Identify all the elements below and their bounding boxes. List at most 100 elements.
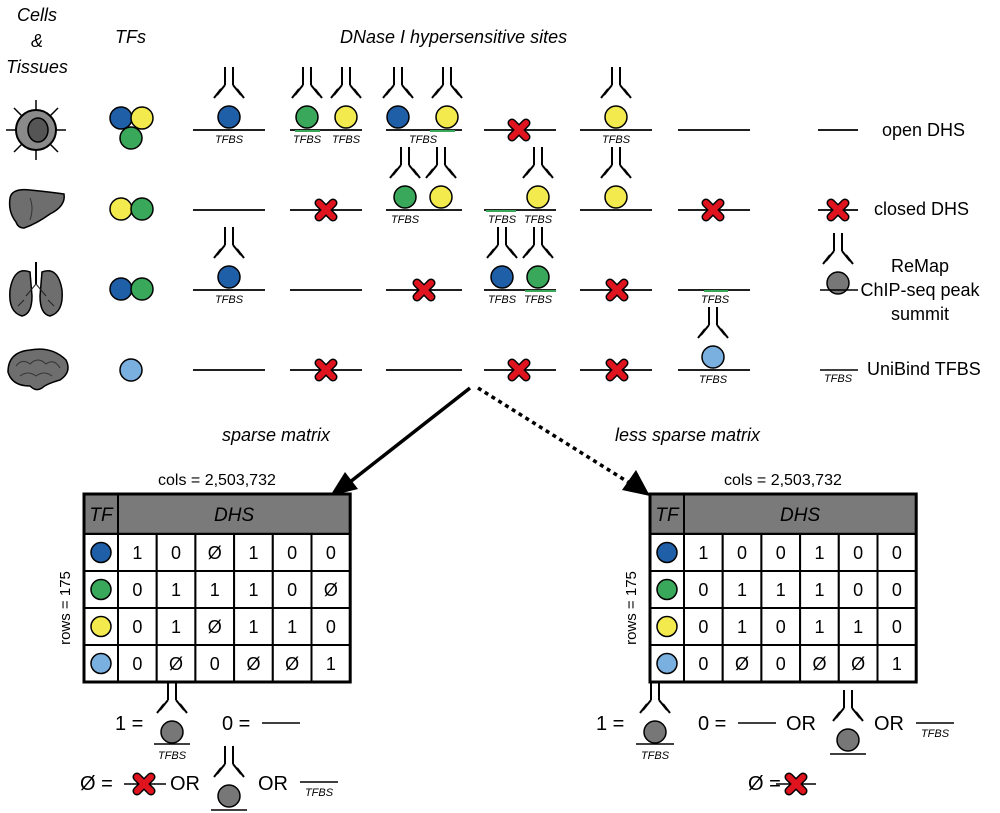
matrix-cell — [760, 644, 802, 683]
tfbs-label: TFBS — [158, 750, 187, 762]
key-zero-label: 0 = — [698, 713, 726, 735]
matrix-cell-value: 1 — [132, 543, 142, 563]
tfbs-label: TFBS — [215, 134, 244, 146]
tfbs-label: TFBS — [921, 728, 950, 740]
sparse-key: 1 = TFBS 0 = Ø = OR OR TFBS — [80, 681, 338, 811]
matrix-cell — [837, 607, 879, 646]
matrix-cell — [799, 570, 840, 609]
matrix-cell-value: 0 — [776, 543, 786, 563]
matrix-cell-value: 1 — [171, 580, 181, 600]
matrix-cell-value: 1 — [814, 580, 824, 600]
key-null-label: Ø = — [80, 773, 113, 795]
matrix-cell-value: 1 — [737, 617, 747, 637]
tfbs-label: TFBS — [305, 787, 334, 799]
header-line: Cells — [16, 5, 57, 25]
matrix-rows-label: rows = 175 — [57, 571, 74, 645]
matrix-cell — [721, 607, 763, 646]
matrix-header-dhs: DHS — [214, 505, 254, 526]
cells-tissues-header: Cells & Tissues — [0, 2, 74, 80]
matrix-header-tf: TF — [655, 505, 680, 526]
key-zero-label: 0 = — [222, 713, 250, 735]
dhs-grid — [193, 129, 858, 371]
legend-closed-label: closed DHS — [874, 199, 970, 219]
dhs-header: DNase I hypersensitive sites — [340, 27, 568, 47]
closed-dhs-marks — [319, 123, 845, 377]
matrix-cell — [271, 607, 313, 646]
matrix-cell-value: 1 — [698, 543, 708, 563]
matrix-cell-value: 1 — [892, 654, 902, 674]
matrix-cell — [876, 644, 918, 683]
tfbs-label: TFBS — [824, 373, 853, 385]
matrix-cell — [155, 644, 197, 683]
tf-circles — [109, 106, 154, 382]
brain-icon — [7, 348, 69, 391]
matrix-rows-label: rows = 175 — [623, 571, 640, 645]
matrix-cell-value: 0 — [698, 654, 708, 674]
matrix-cell-value: 0 — [171, 543, 181, 563]
matrix-cell-value: 0 — [892, 617, 902, 637]
tfs-header: TFs — [115, 27, 146, 47]
matrix-cell-value: 0 — [287, 543, 297, 563]
tfbs-label: TFBS — [215, 294, 244, 306]
matrix-cell — [155, 607, 197, 646]
matrix-cell-value: 0 — [853, 580, 863, 600]
sparse-cols-label: cols = 2,503,732 — [158, 472, 276, 489]
header-line: & — [30, 31, 43, 51]
less-sparse-arrow — [477, 386, 629, 484]
tf-blue-circle — [109, 277, 133, 301]
legend-unibind-label: UniBind TFBS — [867, 359, 981, 379]
matrix-cell-value: Ø — [812, 654, 826, 674]
matrix-cell-value: 0 — [698, 580, 708, 600]
tfbs-labels: TFBS TFBS TFBS TFBS TFBS TFBS TFBS TFBS … — [215, 134, 853, 386]
matrix-cell-value: 1 — [853, 617, 863, 637]
tf-green-circle — [130, 277, 154, 301]
tfbs-label: TFBS — [524, 294, 553, 306]
lungs-icon — [9, 262, 63, 317]
matrix-cell-value: 0 — [853, 543, 863, 563]
matrix-border — [648, 492, 918, 684]
matrix-cell-value: 1 — [248, 617, 258, 637]
matrix-cell-value: Ø — [324, 580, 338, 600]
matrix-cell-value: Ø — [851, 654, 865, 674]
matrix-cell-value: 1 — [248, 543, 258, 563]
tf-yellow-circle — [130, 106, 154, 130]
matrix-cell-value: Ø — [208, 543, 222, 563]
matrix-cell-value: 0 — [210, 654, 220, 674]
matrix-tf-circle — [90, 615, 112, 638]
matrix-tf-circle — [90, 541, 112, 564]
tfbs-label: TFBS — [602, 134, 631, 146]
key-or-label: OR — [170, 773, 200, 795]
matrix-cell-value: 1 — [287, 617, 297, 637]
tfbs-label: TFBS — [488, 214, 517, 226]
matrix-header-dhs: DHS — [780, 505, 820, 526]
tf-yellow-circle — [109, 197, 133, 221]
legend-remap-label: ReMap ChIP-seq peak summit — [860, 254, 980, 326]
matrix-tf-circle — [656, 652, 678, 675]
liver-icon — [8, 188, 65, 229]
less-sparse-arrowhead — [622, 470, 650, 496]
matrix-cell-value: 0 — [326, 617, 336, 637]
matrix-cell-value: 1 — [737, 580, 747, 600]
matrix-cell — [271, 644, 313, 683]
matrix-cell-value: Ø — [246, 654, 260, 674]
matrix-cell — [310, 570, 352, 609]
matrix-cell — [799, 533, 840, 572]
matrix-cell — [117, 570, 158, 609]
tfbs-label: TFBS — [293, 134, 322, 146]
matrix-cell-value: 0 — [737, 543, 747, 563]
matrix-cell-value: Ø — [735, 654, 749, 674]
matrix-tf-circle — [90, 652, 112, 675]
matrix-cell-value: 0 — [132, 580, 142, 600]
matrix-tf-circle — [656, 578, 678, 601]
matrix-cell-value: 0 — [132, 654, 142, 674]
matrix-cell-value: 1 — [171, 617, 181, 637]
tfbs-highlights — [295, 130, 728, 292]
matrix-cell-value: 0 — [776, 654, 786, 674]
matrix-header-tf: TF — [89, 505, 114, 526]
legend-line: ChIP-seq peak — [860, 280, 980, 300]
remap-peaks — [213, 66, 854, 369]
tfbs-label: TFBS — [488, 294, 517, 306]
matrix-cell-value: Ø — [285, 654, 299, 674]
